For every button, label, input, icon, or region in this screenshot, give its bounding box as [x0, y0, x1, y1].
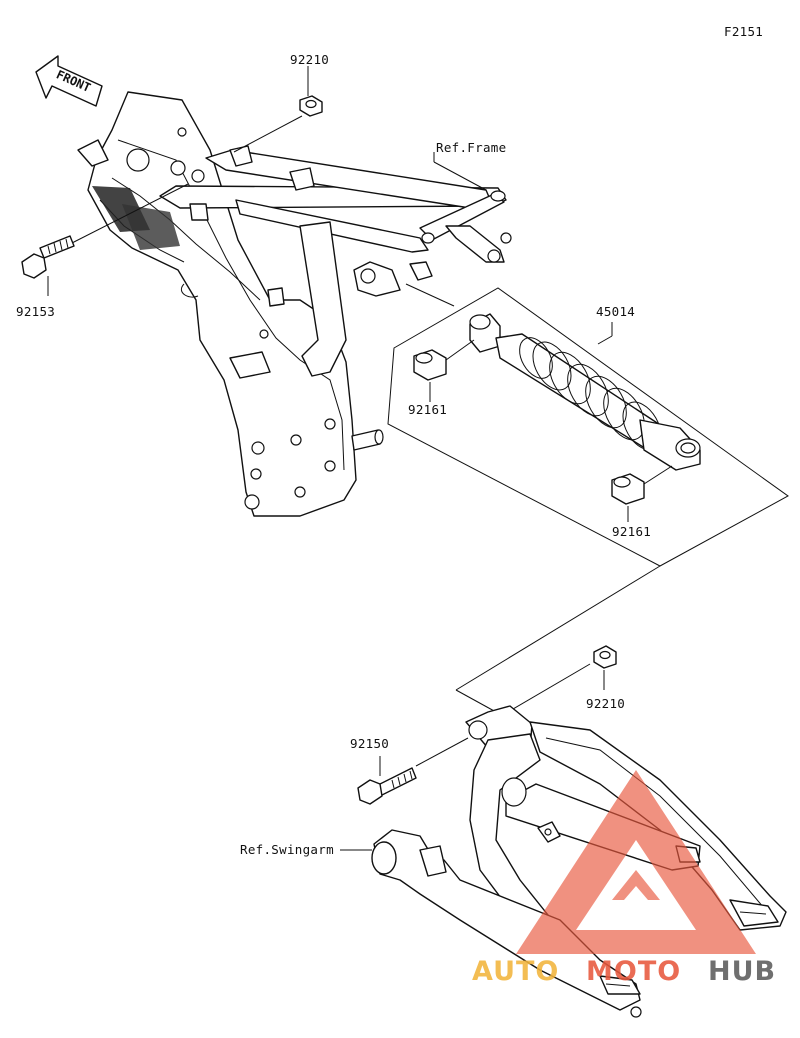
collar-92161-upper [413, 349, 447, 381]
nut-lower-label: 92210 [586, 696, 625, 711]
watermark-triangle-icon [516, 770, 756, 954]
collar-lower-label: 92161 [612, 524, 651, 539]
watermark-hub: HUB [708, 956, 776, 987]
figure-id: F2151 [724, 24, 763, 39]
swingarm-ref-label: Ref.Swingarm [240, 842, 334, 857]
front-arrow-icon: FRONT [35, 55, 103, 107]
nut-upper-label: 92210 [290, 52, 329, 67]
bolt-92153 [21, 235, 75, 279]
frame-illustration [77, 91, 512, 517]
watermark-moto: MOTO [586, 956, 681, 987]
shock-absorber-45014 [469, 313, 701, 471]
bolt-upper-label: 92153 [16, 304, 55, 319]
nut-92210-upper [299, 95, 323, 117]
bolt-92150 [357, 767, 417, 805]
nut-92210-lower [593, 645, 617, 669]
bolt-lower-label: 92150 [350, 736, 389, 751]
collar-92161-lower [611, 473, 645, 505]
watermark-logo: AUTO MOTO HUB [472, 770, 776, 987]
frame-ref-label: Ref.Frame [436, 140, 506, 155]
collar-upper-label: 92161 [408, 402, 447, 417]
shock-absorber-label: 45014 [596, 304, 635, 319]
watermark-auto: AUTO [472, 956, 559, 987]
